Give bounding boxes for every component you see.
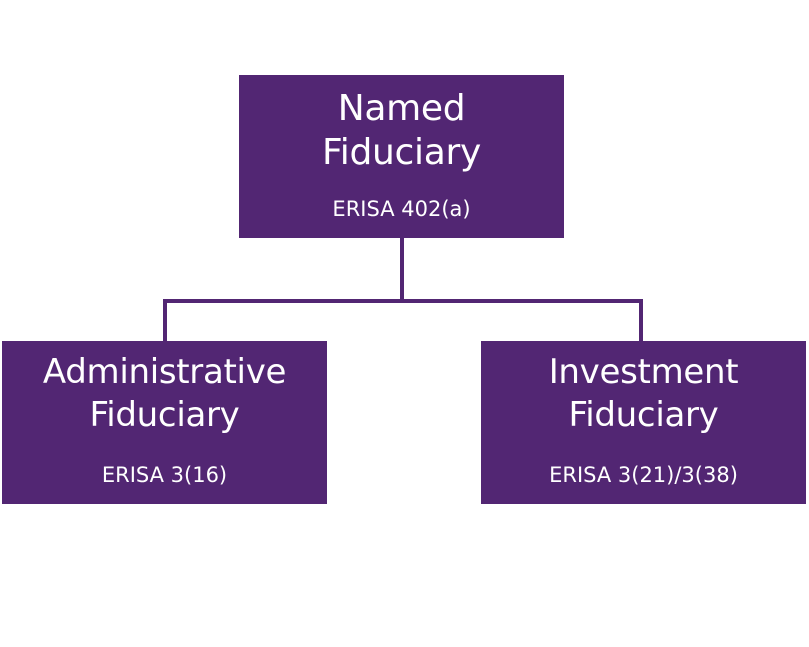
investment-fiduciary-node: Investment Fiduciary ERISA 3(21)/3(38) — [481, 341, 806, 504]
named-fiduciary-node: Named Fiduciary ERISA 402(a) — [239, 75, 564, 238]
named-fiduciary-title-line1: Named — [337, 88, 466, 129]
administrative-fiduciary-title: Administrative Fiduciary — [2, 351, 327, 437]
investment-fiduciary-title-line1: Investment — [548, 352, 739, 392]
named-fiduciary-code: ERISA 402(a) — [332, 197, 471, 221]
named-fiduciary-title-line2: Fiduciary — [321, 132, 482, 173]
investment-fiduciary-title: Investment Fiduciary — [481, 351, 806, 437]
administrative-fiduciary-code: ERISA 3(16) — [101, 463, 228, 487]
administrative-fiduciary-title-line1: Administrative — [42, 352, 287, 392]
investment-fiduciary-code: ERISA 3(21)/3(38) — [549, 463, 738, 487]
administrative-fiduciary-node: Administrative Fiduciary ERISA 3(16) — [2, 341, 327, 504]
named-fiduciary-title: Named Fiduciary — [239, 87, 564, 175]
administrative-fiduciary-title-line2: Fiduciary — [89, 395, 240, 435]
investment-fiduciary-title-line2: Fiduciary — [568, 395, 719, 435]
